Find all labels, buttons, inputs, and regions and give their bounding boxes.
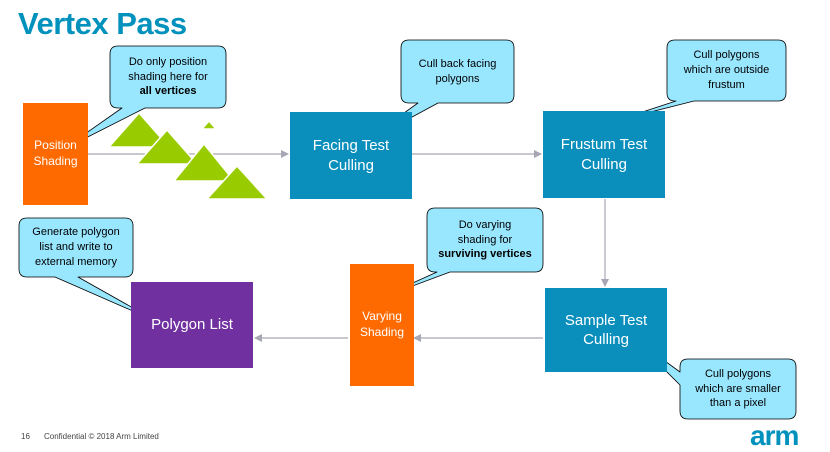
callout-polygon-line1: Generate polygon (32, 226, 120, 239)
callout-varying-line2: shading for (457, 233, 513, 246)
callout-position-line2: shading here for (128, 70, 208, 83)
copyright-text: Confidential © 2018 Arm Limited (44, 432, 159, 441)
polygon-list-label: Polygon List (151, 316, 233, 334)
position-shading-label: Position Shading (33, 138, 78, 168)
callout-frustum-line2: which are outside (683, 64, 770, 77)
triangle-2 (136, 129, 198, 165)
sample-test-label: Sample Test Culling (564, 311, 648, 349)
callout-sample-line1: Cull polygons (704, 367, 772, 380)
varying-shading-label: Varying Shading (359, 309, 405, 339)
sample-test-box: Sample Test Culling (545, 288, 667, 372)
frustum-test-box: Frustum Test Culling (543, 111, 665, 198)
callout-facing-line1: Cull back facing (418, 57, 497, 70)
callout-varying-line1: Do varying (458, 218, 512, 231)
callout-bubble-polygon (18, 217, 159, 323)
callout-facing-text: Cull back facing polygons (401, 40, 514, 103)
triangle-4 (206, 165, 268, 200)
callout-frustum-line3: frustum (708, 78, 745, 91)
callout-polygon-text: Generate polygon list and write to exter… (19, 218, 133, 277)
polygon-list-box: Polygon List (131, 282, 253, 368)
callout-bubble-sample (631, 336, 797, 420)
triangle-3 (173, 143, 235, 182)
callout-polygon-line3: external memory (35, 255, 117, 268)
callout-bubble-position (61, 45, 227, 151)
callout-sample-line2: which are smaller (695, 382, 781, 395)
triangle-1 (108, 112, 170, 148)
frustum-test-label: Frustum Test Culling (560, 136, 648, 173)
page-title: Vertex Pass (18, 6, 187, 41)
callout-sample-line3: than a pixel (709, 397, 767, 410)
position-shading-box: Position Shading (23, 103, 88, 205)
callout-polygon-line2: list and write to (39, 241, 113, 254)
callout-varying-text: Do varying shading for surviving vertice… (427, 208, 543, 272)
callout-sample-text: Cull polygons which are smaller than a p… (680, 359, 796, 419)
vertex-triangles (108, 112, 268, 200)
callout-facing-line2: polygons (435, 72, 480, 85)
triangle-small (201, 120, 217, 130)
varying-shading-box: Varying Shading (350, 264, 414, 386)
callout-position-bold: all vertices (139, 85, 197, 98)
callout-frustum-text: Cull polygons which are outside frustum (667, 40, 786, 101)
callout-position-text: Do only position shading here for all ve… (110, 46, 226, 108)
callout-frustum-line1: Cull polygons (693, 49, 760, 62)
arm-logo: arm (750, 420, 799, 451)
facing-test-label: Facing Test Culling (312, 137, 390, 174)
callout-position-line1: Do only position (128, 55, 208, 68)
page-number: 16 (21, 432, 30, 441)
callout-varying-bold: surviving vertices (438, 248, 532, 261)
facing-test-box: Facing Test Culling (290, 112, 412, 199)
